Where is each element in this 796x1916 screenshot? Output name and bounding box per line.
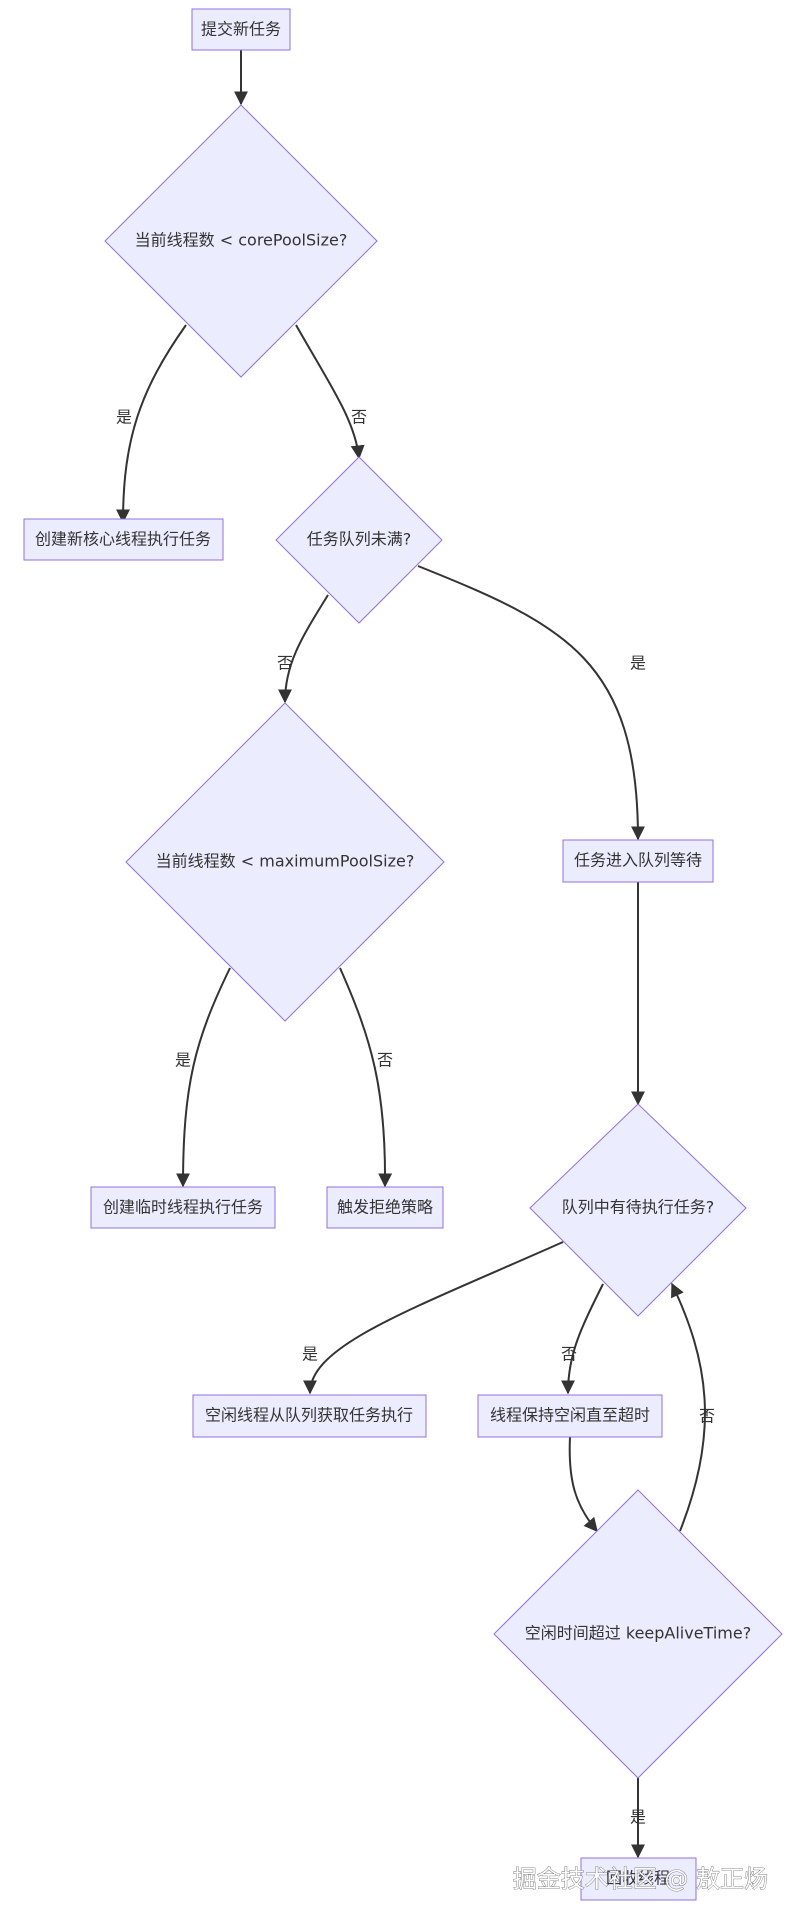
edge-label-queue-yes: 是 [630, 654, 646, 673]
edge-keep-idle-to-timeout [568, 1436, 598, 1533]
node-recycle: 回收线程 [580, 1857, 697, 1901]
node-submit: 提交新任务 [191, 8, 291, 51]
node-enqueue: 任务进入队列等待 [562, 839, 714, 883]
edge-label-pending-yes: 是 [302, 1345, 318, 1364]
edge-label-timeout-no: 否 [699, 1407, 715, 1426]
edge-max-no [339, 967, 393, 1188]
edge-label-max-yes: 是 [175, 1051, 191, 1070]
node-idle-fetch-label: 空闲线程从队列获取任务执行 [205, 1406, 413, 1425]
edge-label-core-yes: 是 [116, 408, 132, 427]
node-keep-idle: 线程保持空闲直至超时 [477, 1394, 663, 1438]
node-max-check: 当前线程数 < maximumPoolSize? [125, 702, 445, 1022]
edge-timeout-no [671, 1282, 706, 1532]
node-core-check: 当前线程数 < corePoolSize? [104, 104, 378, 378]
edge-pending-yes [303, 1241, 564, 1395]
watermark-text: 掘金技术社区 @ 敖正炀 [513, 1865, 768, 1893]
edge-label-pending-no: 否 [561, 1345, 577, 1364]
edge-max-yes [176, 967, 231, 1188]
node-pending-check: 队列中有待执行任务? [529, 1103, 747, 1317]
edge-label-core-no: 否 [351, 408, 367, 427]
node-idle-fetch: 空闲线程从队列获取任务执行 [192, 1394, 427, 1438]
node-submit-label: 提交新任务 [201, 20, 281, 39]
edge-label-queue-no: 否 [277, 654, 293, 673]
node-core-check-label: 当前线程数 < corePoolSize? [135, 231, 348, 250]
node-keep-idle-label: 线程保持空闲直至超时 [490, 1406, 650, 1425]
edge-label-max-no: 否 [377, 1051, 393, 1070]
node-max-check-label: 当前线程数 < maximumPoolSize? [156, 852, 415, 871]
node-reject-label: 触发拒绝策略 [337, 1198, 433, 1217]
edge-core-no [295, 324, 365, 460]
node-queue-check: 任务队列未满? [275, 456, 443, 624]
edge-core-yes [116, 324, 187, 524]
node-create-core-label: 创建新核心线程执行任务 [35, 530, 211, 549]
edge-queue-no [278, 594, 329, 704]
node-pending-check-label: 队列中有待执行任务? [562, 1198, 715, 1217]
node-timeout-check: 空闲时间超过 keepAliveTime? [493, 1489, 783, 1779]
node-recycle-label: 回收线程 [606, 1869, 670, 1888]
edge-queue-yes [417, 565, 645, 841]
node-create-temp-label: 创建临时线程执行任务 [103, 1198, 263, 1217]
node-create-core: 创建新核心线程执行任务 [23, 518, 224, 561]
node-enqueue-label: 任务进入队列等待 [574, 851, 702, 870]
edge-pending-no [561, 1283, 604, 1395]
node-timeout-check-label: 空闲时间超过 keepAliveTime? [525, 1624, 751, 1643]
node-reject: 触发拒绝策略 [326, 1186, 444, 1229]
node-queue-check-label: 任务队列未满? [307, 530, 412, 549]
edge-label-timeout-yes: 是 [630, 1808, 646, 1827]
node-create-temp: 创建临时线程执行任务 [90, 1186, 276, 1229]
